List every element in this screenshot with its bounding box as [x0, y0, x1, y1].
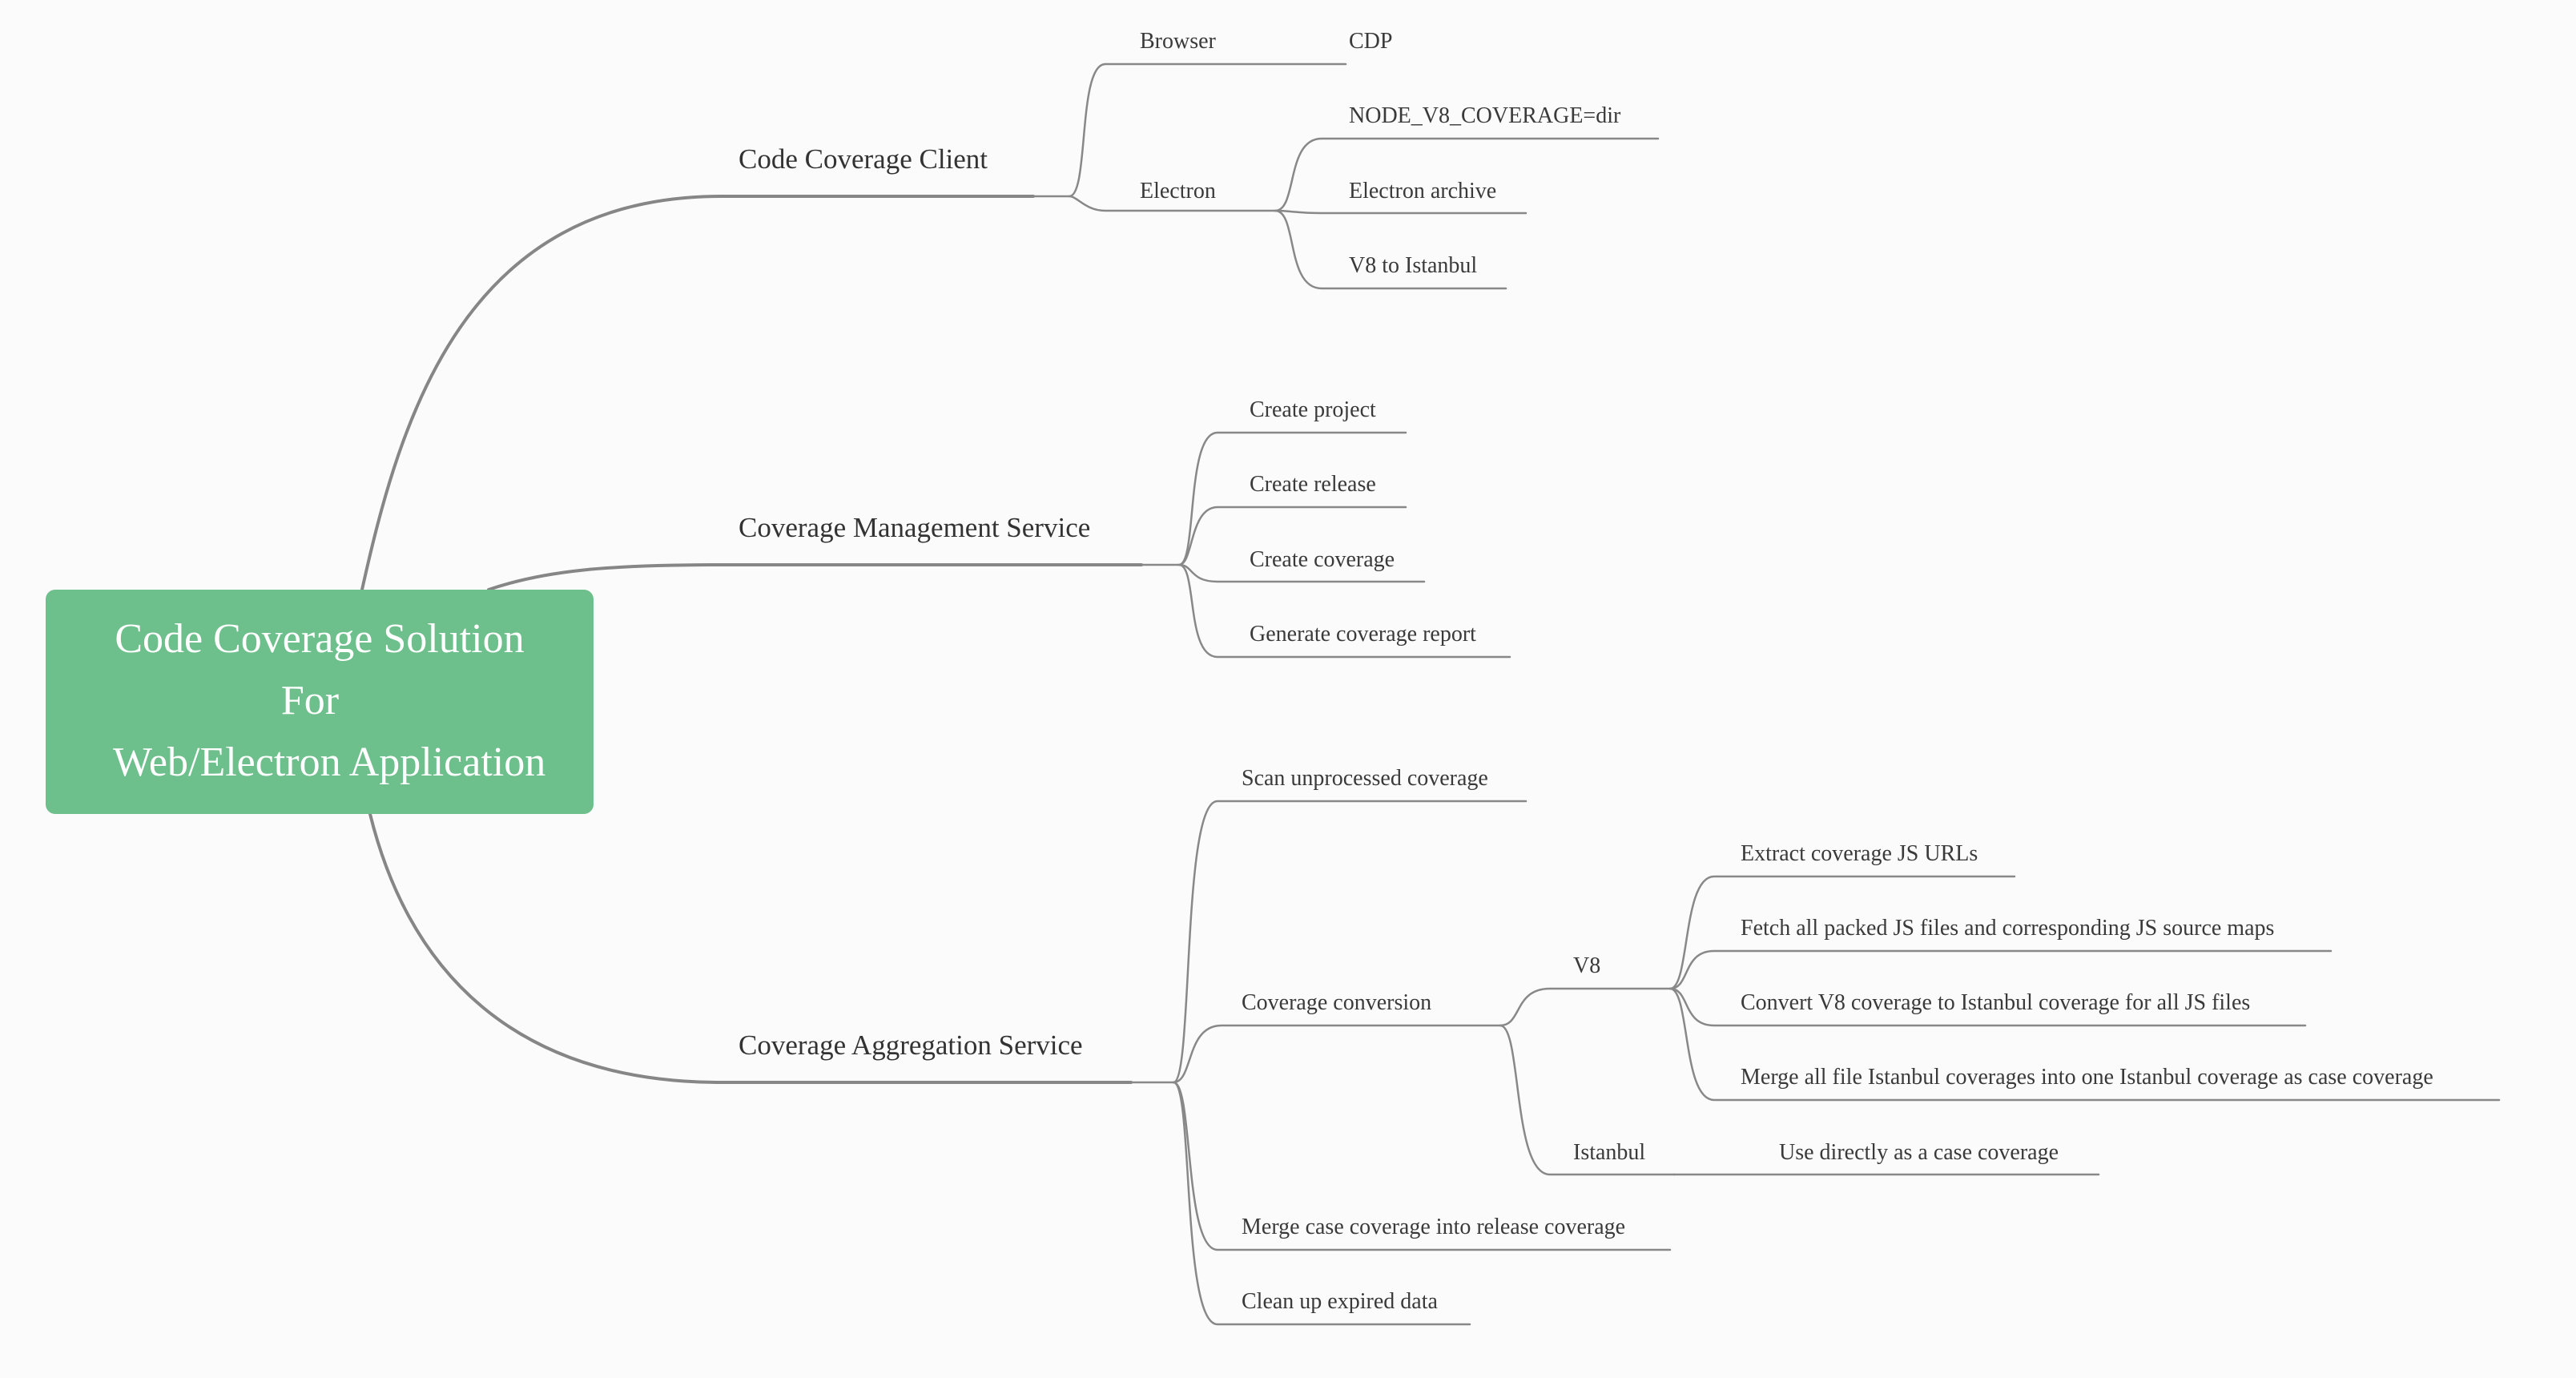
connector-conv-istanbul — [1499, 1024, 1676, 1176]
node-merge-case-into-release[interactable]: Merge case coverage into release coverag… — [1242, 1215, 1626, 1239]
node-electron[interactable]: Electron — [1140, 179, 1216, 203]
branch-coverage-management-service[interactable]: Coverage Management Service — [739, 512, 1091, 543]
connector-root-aggregation — [368, 812, 1133, 1084]
node-cdp[interactable]: CDP — [1349, 29, 1393, 54]
node-istanbul[interactable]: Istanbul — [1573, 1140, 1646, 1165]
root-title-line-1: Code Coverage Solution — [115, 616, 525, 662]
connector-v8-convert — [1668, 987, 2307, 1027]
connector-agg-cleanup — [1172, 1081, 1471, 1326]
connector-mgmt-release — [1177, 506, 1407, 566]
branch-coverage-aggregation-service[interactable]: Coverage Aggregation Service — [739, 1029, 1083, 1061]
connector-electron-archive — [1274, 209, 1527, 215]
connector-mgmt-coverage — [1177, 563, 1426, 583]
node-scan-unprocessed-coverage[interactable]: Scan unprocessed coverage — [1242, 766, 1488, 791]
node-fetch-packed-js-files[interactable]: Fetch all packed JS files and correspond… — [1741, 916, 2275, 941]
node-electron-archive[interactable]: Electron archive — [1349, 179, 1497, 203]
node-merge-istanbul-coverages[interactable]: Merge all file Istanbul coverages into o… — [1741, 1065, 2433, 1090]
connector-agg-scan — [1129, 800, 1527, 1084]
connector-root-management — [487, 563, 1143, 591]
node-use-directly-as-case-coverage[interactable]: Use directly as a case coverage — [1779, 1140, 2059, 1165]
connector-v8-extract — [1668, 875, 2016, 990]
connector-root-client — [360, 195, 1035, 591]
node-convert-v8-to-istanbul[interactable]: Convert V8 coverage to Istanbul coverage… — [1741, 990, 2251, 1015]
node-generate-coverage-report[interactable]: Generate coverage report — [1250, 622, 1476, 647]
connector-client-browser — [1032, 62, 1347, 198]
connector-electron-v8 — [1274, 209, 1507, 290]
root-title-line-3: Web/Electron Application — [113, 739, 546, 785]
connector-v8-fetch — [1668, 949, 2332, 990]
node-create-release[interactable]: Create release — [1250, 472, 1376, 497]
node-coverage-conversion[interactable]: Coverage conversion — [1242, 990, 1432, 1015]
connector-v8-merge — [1668, 987, 2501, 1102]
node-clean-up-expired-data[interactable]: Clean up expired data — [1242, 1289, 1438, 1314]
node-extract-coverage-js-urls[interactable]: Extract coverage JS URLs — [1741, 841, 1978, 866]
node-v8[interactable]: V8 — [1573, 953, 1601, 978]
connector-conv-v8 — [1499, 987, 1672, 1027]
node-v8-to-istanbul[interactable]: V8 to Istanbul — [1349, 253, 1478, 278]
connector-electron-node — [1274, 137, 1660, 212]
node-browser[interactable]: Browser — [1140, 29, 1216, 54]
node-create-project[interactable]: Create project — [1250, 397, 1376, 422]
node-create-coverage[interactable]: Create coverage — [1250, 547, 1395, 572]
connector-mgmt-project — [1140, 431, 1407, 566]
node-node-v8-coverage[interactable]: NODE_V8_COVERAGE=dir — [1349, 103, 1621, 128]
root-node[interactable]: Code Coverage Solution For Web/Electron … — [46, 590, 594, 814]
connector-mgmt-report — [1177, 563, 1511, 659]
root-title-line-2: For — [280, 678, 340, 723]
connector-client-electron — [1068, 195, 1277, 212]
connector-agg-merge — [1172, 1081, 1672, 1251]
connector-agg-conversion — [1172, 1024, 1502, 1084]
branch-code-coverage-client[interactable]: Code Coverage Client — [739, 143, 988, 175]
